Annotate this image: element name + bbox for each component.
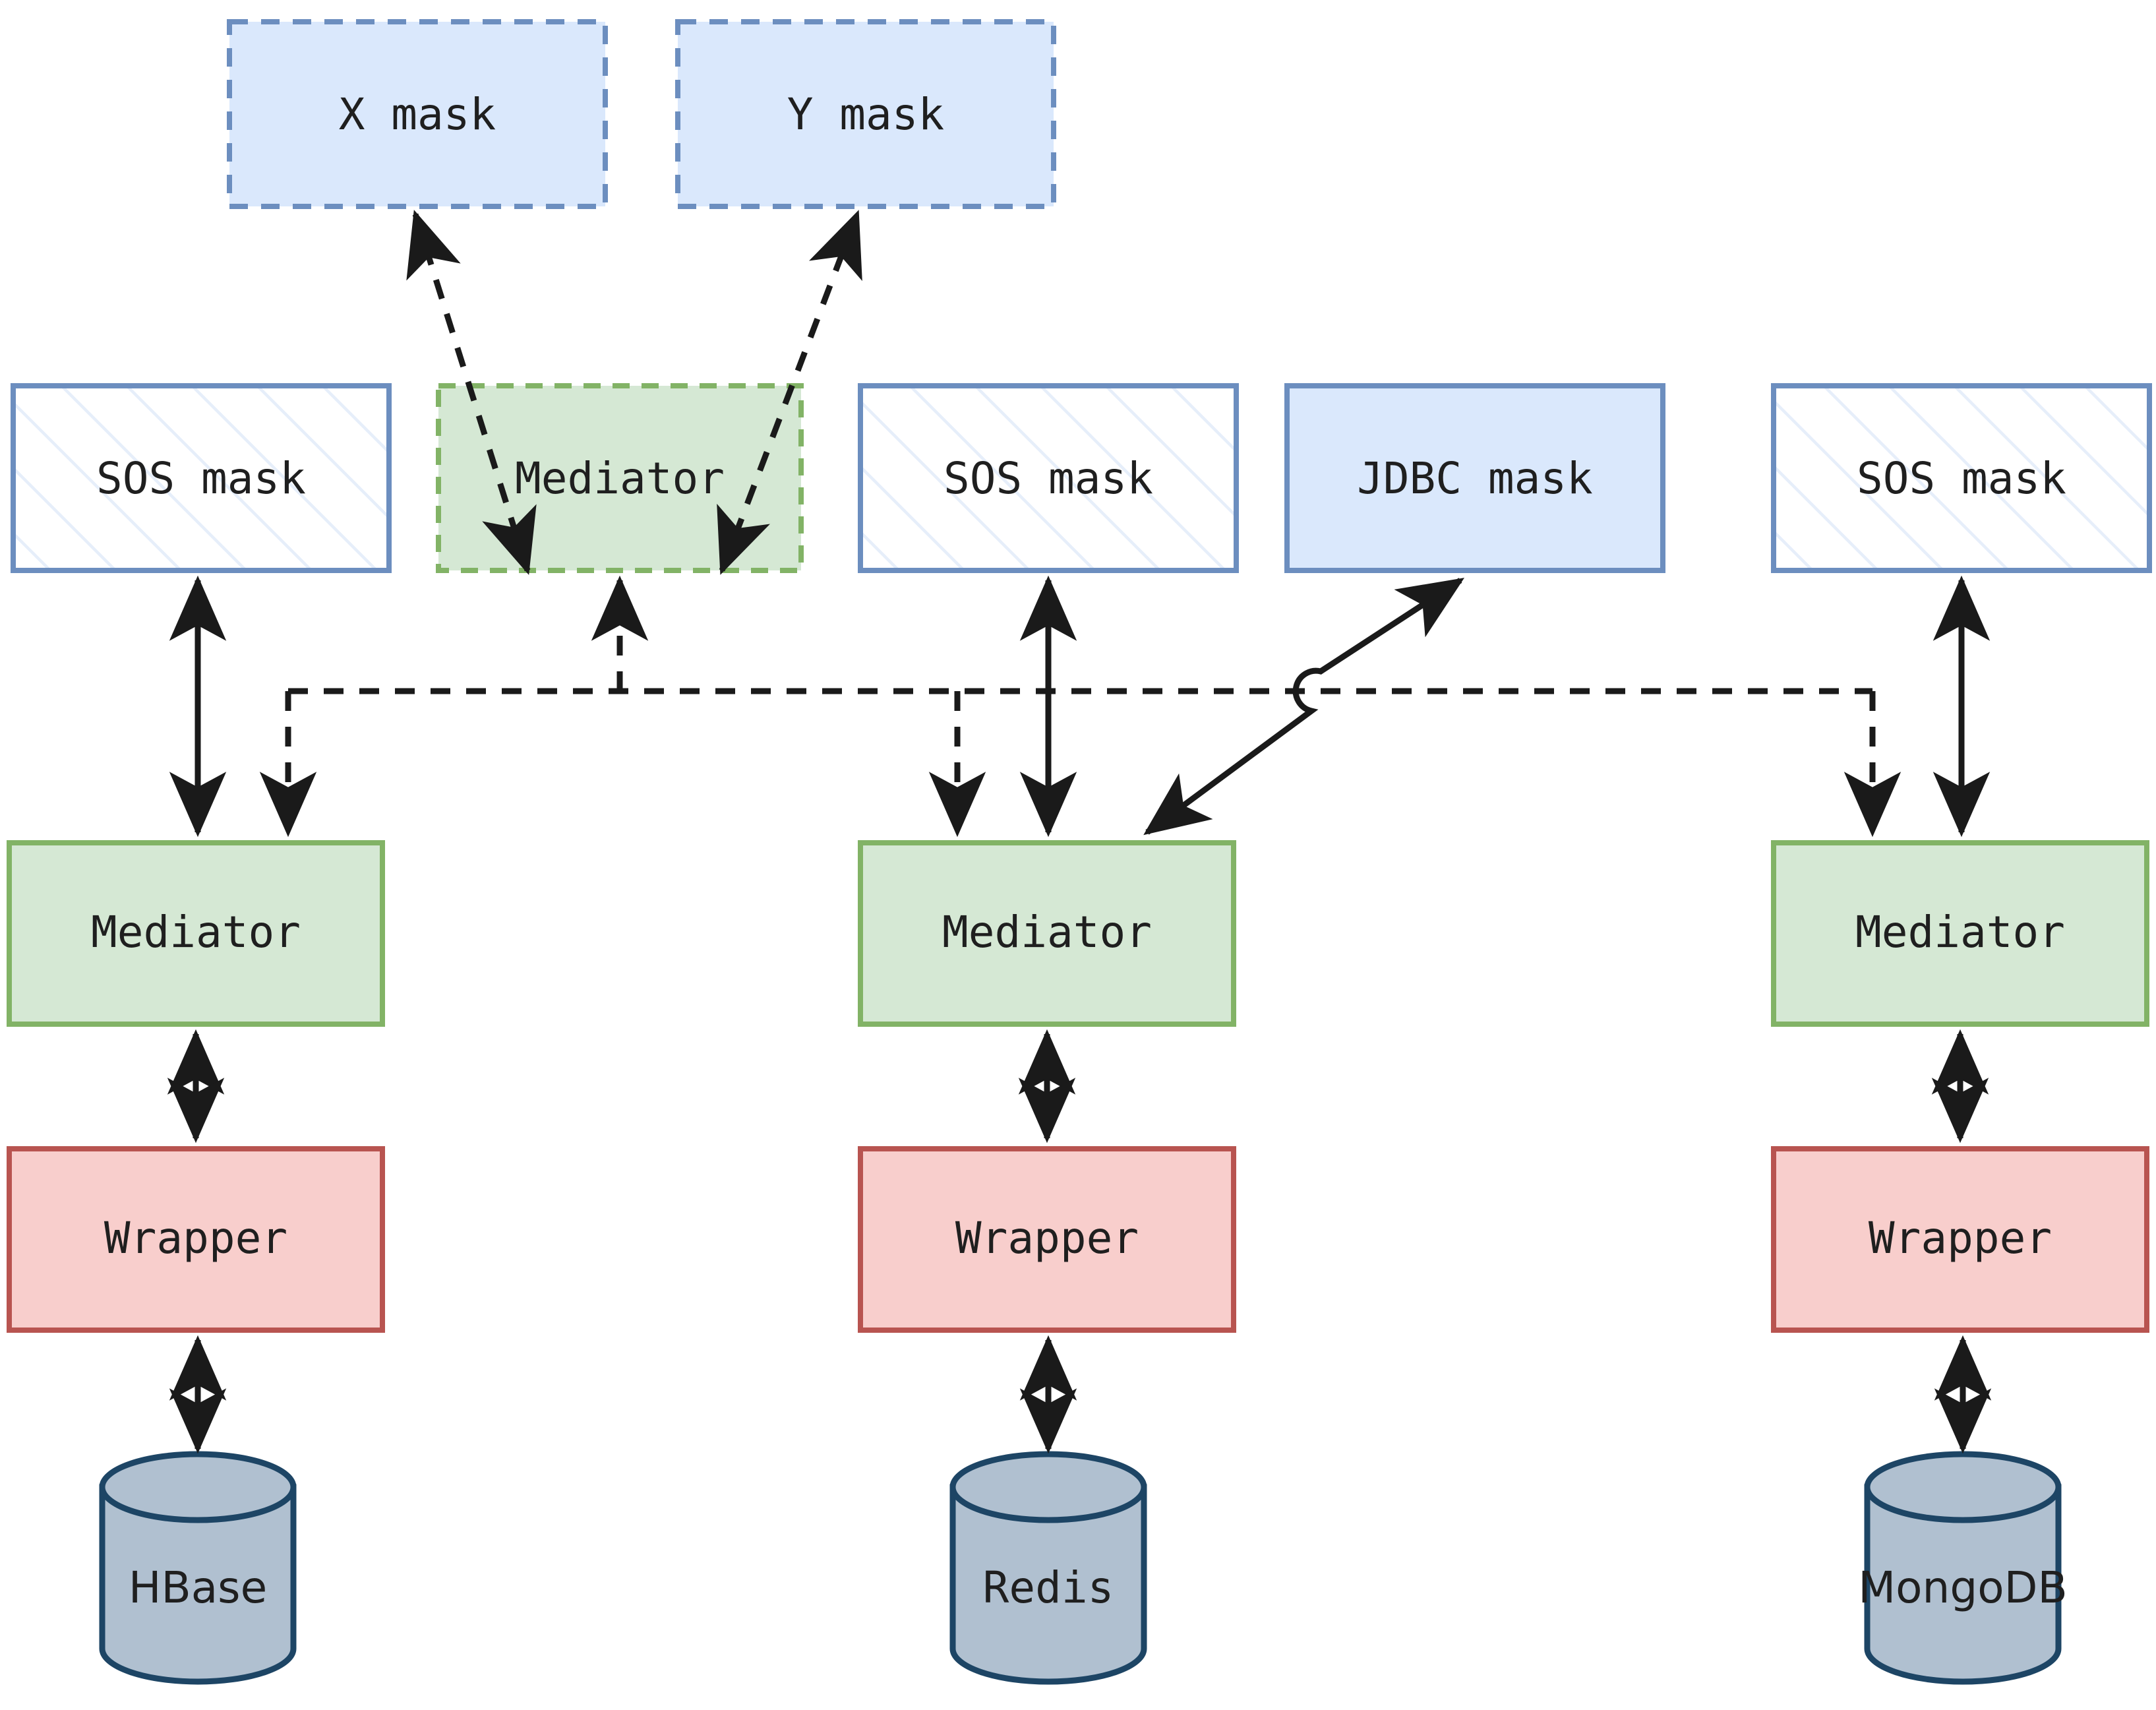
edge-mediator-top-to-x-mask [406, 210, 537, 575]
db-mongodb-top-ellipse [1864, 1451, 2062, 1523]
mediator-top-label: Mediator [515, 453, 725, 504]
node-mediator-1[interactable]: Mediator [7, 840, 385, 1027]
mediator-1-box[interactable] [7, 840, 385, 1027]
wrapper-2-box[interactable] [858, 1146, 1236, 1333]
node-db-mongodb[interactable]: MongoDB [1858, 1451, 2068, 1685]
db-mongodb-body [1864, 1484, 2062, 1685]
sos-mask-2-label: SOS mask [943, 453, 1153, 504]
node-db-redis[interactable]: Redis [949, 1451, 1147, 1685]
wrapper-1-box[interactable] [7, 1146, 385, 1333]
node-mediator-3[interactable]: Mediator [1771, 840, 2149, 1027]
db-hbase-top-ellipse [99, 1451, 297, 1523]
node-mediator-2[interactable]: Mediator [858, 840, 1236, 1027]
db-hbase-label: HBase [129, 1562, 267, 1613]
node-x-mask[interactable]: X mask [227, 19, 608, 209]
db-redis-label: Redis [983, 1562, 1114, 1613]
node-mediator-top[interactable]: Mediator [436, 383, 804, 573]
jdbc-mask-box[interactable] [1284, 383, 1665, 573]
db-redis-body [949, 1484, 1147, 1685]
edge-jdbc-mask-to-mediator-2 [1143, 578, 1465, 836]
mediator-2-label: Mediator [942, 907, 1152, 958]
node-jdbc-mask[interactable]: JDBC mask [1284, 383, 1665, 573]
wrapper-3-box[interactable] [1771, 1146, 2149, 1333]
db-mongodb-label: MongoDB [1858, 1562, 2068, 1613]
sos-mask-1-label: SOS mask [96, 453, 306, 504]
sos-mask-1-box[interactable] [11, 383, 392, 573]
db-redis-top-ellipse [949, 1451, 1147, 1523]
node-y-mask[interactable]: Y mask [675, 19, 1056, 209]
mediator-3-box[interactable] [1771, 840, 2149, 1027]
node-wrapper-2[interactable]: Wrapper [858, 1146, 1236, 1333]
edge-mediator-top-to-y-mask [717, 210, 862, 575]
node-sos-mask-1[interactable]: SOS mask [11, 383, 392, 573]
sos-mask-3-box[interactable] [1771, 383, 2152, 573]
y-mask-box[interactable] [675, 19, 1056, 209]
mediator-1-label: Mediator [91, 907, 301, 958]
db-hbase-body [99, 1484, 297, 1685]
sos-mask-3-label: SOS mask [1857, 453, 2066, 504]
node-wrapper-3[interactable]: Wrapper [1771, 1146, 2149, 1333]
mediator-2-box[interactable] [858, 840, 1236, 1027]
sos-mask-2-box[interactable] [858, 383, 1239, 573]
x-mask-label: X mask [339, 89, 496, 140]
jdbc-mask-label: JDBC mask [1357, 453, 1593, 504]
x-mask-box[interactable] [227, 19, 608, 209]
wrapper-1-label: Wrapper [104, 1213, 287, 1264]
wrapper-2-label: Wrapper [955, 1213, 1139, 1264]
node-sos-mask-2[interactable]: SOS mask [858, 383, 1239, 573]
y-mask-label: Y mask [787, 89, 944, 140]
mediator-3-label: Mediator [1855, 907, 2065, 958]
node-wrapper-1[interactable]: Wrapper [7, 1146, 385, 1333]
wrapper-3-label: Wrapper [1869, 1213, 2052, 1264]
node-sos-mask-3[interactable]: SOS mask [1771, 383, 2152, 573]
node-db-hbase[interactable]: HBase [99, 1451, 297, 1685]
